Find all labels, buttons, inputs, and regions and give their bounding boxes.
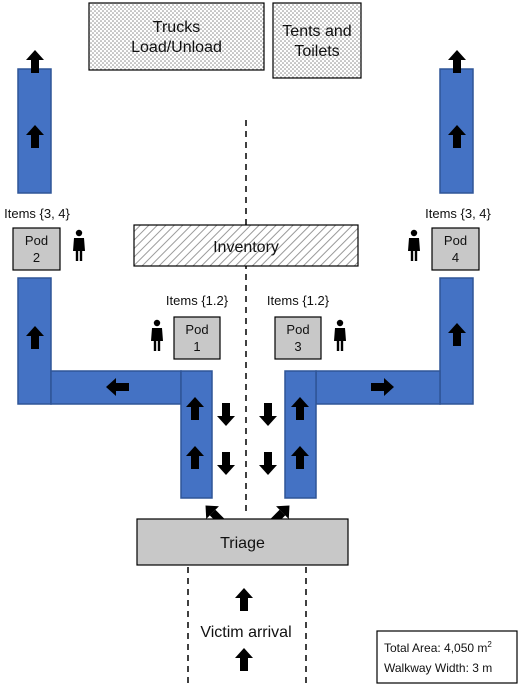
pod-4-items: Items {3, 4} — [425, 206, 491, 221]
pod-2: Items {3, 4} Pod 2 — [4, 206, 85, 271]
pod-1-items: Items {1.2} — [166, 293, 229, 308]
pod-2-name: Pod — [25, 233, 48, 248]
tents-toilets-zone: Tents and Toilets — [272, 2, 362, 79]
person-icon — [408, 229, 420, 261]
tents-label-line2: Toilets — [294, 43, 339, 60]
pod-3-items: Items {1.2} — [267, 293, 330, 308]
triage-zone: Triage — [136, 518, 349, 566]
arrow-down-center-right-1 — [259, 403, 277, 426]
pod-1-number: 1 — [193, 339, 200, 354]
trucks-label-line1: Trucks — [153, 19, 200, 36]
pod-2-number: 2 — [33, 250, 40, 265]
arrow-down-center-left-1 — [217, 403, 235, 426]
pod-3-name: Pod — [286, 322, 309, 337]
person-icon — [151, 319, 163, 351]
arrow-up-arrival-2 — [235, 648, 253, 671]
walkway-right-vertical — [284, 370, 317, 499]
pod-4-name: Pod — [444, 233, 467, 248]
arrow-down-center-left-2 — [217, 452, 235, 475]
victim-arrival-label: Victim arrival — [200, 624, 291, 641]
pod-3-number: 3 — [294, 339, 301, 354]
walkway-left-vertical — [180, 370, 213, 499]
triage-label: Triage — [220, 535, 265, 552]
pod-4: Items {3, 4} Pod 4 — [408, 206, 492, 271]
total-area-superscript: 2 — [487, 640, 492, 649]
pod-1: Items {1.2} Pod 1 — [151, 293, 229, 360]
total-area-text: Total Area: 4,050 m2 — [384, 640, 492, 655]
pod-4-number: 4 — [452, 250, 459, 265]
inventory-zone: Inventory — [133, 224, 359, 267]
trucks-load-unload-zone: Trucks Load/Unload — [88, 2, 265, 71]
info-box: Total Area: 4,050 m2 Walkway Width: 3 m — [376, 630, 518, 684]
person-icon — [73, 229, 85, 261]
trucks-label-line2: Load/Unload — [131, 39, 222, 56]
pod-3: Items {1.2} Pod 3 — [267, 293, 346, 360]
pod-2-items: Items {3, 4} — [4, 206, 70, 221]
total-area-label: Total Area: 4,050 m — [384, 641, 487, 655]
walkway-width-text: Walkway Width: 3 m — [384, 661, 492, 675]
pod-1-name: Pod — [185, 322, 208, 337]
arrow-down-center-right-2 — [259, 452, 277, 475]
person-icon — [334, 319, 346, 351]
inventory-label: Inventory — [213, 239, 279, 256]
tents-label-line1: Tents and — [282, 23, 351, 40]
arrow-up-arrival-1 — [235, 588, 253, 611]
